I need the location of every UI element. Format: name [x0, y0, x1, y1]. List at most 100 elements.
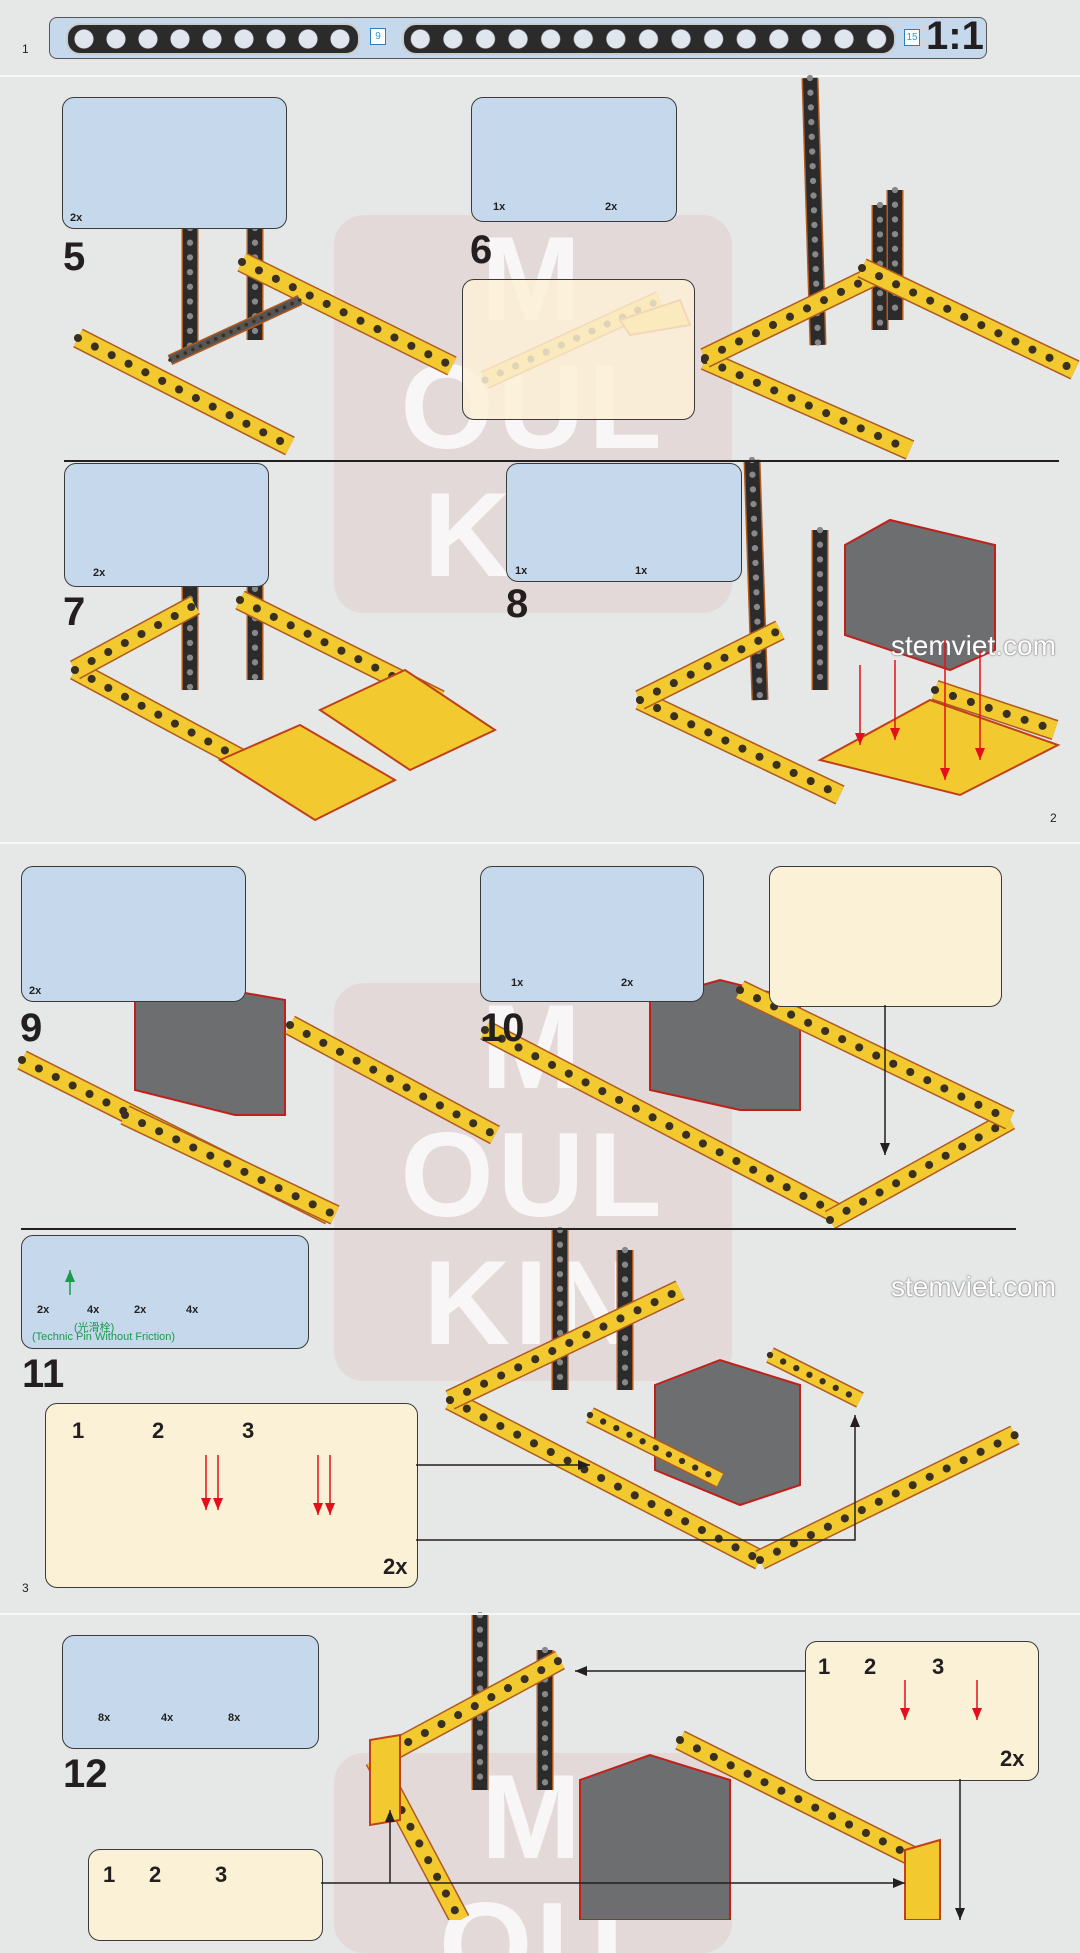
placement-arrow-head: [578, 1460, 590, 1470]
frame-beam-holes: [70, 600, 200, 675]
page-separator: [0, 842, 1080, 844]
beam-holes: [700, 267, 887, 363]
frame-beam-holes: [370, 1655, 565, 1765]
beam-holes: [857, 263, 1080, 375]
plate: [817, 698, 1061, 797]
part-count: 2x: [134, 1304, 147, 1316]
placement-arrow-head: [850, 1415, 860, 1427]
frame-beam: [446, 1281, 684, 1409]
step-number: 8: [506, 582, 529, 626]
battery-box: [649, 978, 801, 1111]
insert-arrow-head: [313, 1503, 323, 1515]
beam-holes: [766, 1351, 864, 1404]
subassembly-box-step-12-right: 1 2 3 2x: [805, 1641, 1039, 1781]
part-count: 8x: [98, 1712, 111, 1724]
page-separator: [0, 1613, 1080, 1615]
beam-length-9: 9: [370, 28, 386, 45]
insert-arrow-head: [900, 1708, 910, 1720]
brick-stack: [904, 1838, 941, 1920]
insert-arrow-head: [972, 1708, 982, 1720]
frame-beam-holes: [120, 1110, 340, 1220]
insert-arrow-head: [213, 1498, 223, 1510]
substep-number: 1: [818, 1654, 831, 1679]
vertical-beam-holes: [748, 456, 764, 704]
frame-beam: [756, 1426, 1019, 1569]
parts-box-step-11: 2x 4x 2x 4x (光滑栓) (Technic Pin Without F…: [21, 1235, 309, 1349]
subassembly-box-step-6: [462, 279, 695, 420]
step-number: 7: [63, 590, 86, 634]
beam-holes: [237, 257, 457, 371]
part-count: 2x: [29, 985, 42, 997]
insert-arrow-head: [201, 1498, 211, 1510]
part-count: 4x: [87, 1304, 100, 1316]
frame-beam-holes: [370, 1755, 465, 1920]
part-count: 2x: [621, 977, 634, 989]
page-number: 3: [22, 1581, 29, 1595]
step-number: 6: [470, 228, 493, 272]
part-count: 1x: [635, 565, 648, 577]
frame-beam-holes: [635, 625, 785, 705]
frame-beam-holes: [825, 1115, 1015, 1225]
parts-box-step-10: 1x 2x: [480, 866, 704, 1002]
site-watermark: stemviet.com: [891, 630, 1056, 661]
beam-15-icon: [402, 23, 896, 55]
multiplier: 2x: [1000, 1746, 1025, 1771]
part-count: 2x: [70, 212, 83, 224]
part-count: 1x: [493, 201, 506, 213]
substep-number: 1: [72, 1418, 85, 1443]
step-number: 9: [20, 1006, 43, 1050]
parts-box-step-5: 2x: [62, 97, 287, 229]
placement-arrow-head: [575, 1666, 587, 1676]
placement-arrow-head: [893, 1878, 905, 1888]
frame-beam-holes: [70, 665, 285, 785]
insert-arrow-head: [890, 728, 900, 740]
step-number: 5: [63, 235, 86, 279]
frame-beam: [480, 1022, 845, 1223]
substep-number: 2: [149, 1862, 162, 1887]
beam-holes: [73, 333, 295, 451]
beam-holes: [700, 355, 915, 455]
substep-number: 2: [864, 1654, 877, 1679]
frame-beam-holes: [735, 985, 1015, 1125]
multiplier: 2x: [383, 1554, 408, 1579]
part-count: 2x: [93, 567, 106, 579]
part-count: 4x: [161, 1712, 174, 1724]
beam-9-icon: [66, 23, 360, 55]
placement-arrow-head: [880, 1143, 890, 1155]
plate: [217, 723, 398, 822]
part-count: 2x: [605, 201, 618, 213]
part-note-chinese: (光滑栓): [74, 1322, 115, 1334]
insert-arrow-head: [975, 748, 985, 760]
insert-arrow-head: [940, 768, 950, 780]
step-divider: [21, 1228, 1016, 1230]
frame-beam-holes: [675, 1735, 925, 1865]
insert-arrow-head: [325, 1503, 335, 1515]
part-count: 1x: [515, 565, 528, 577]
step-divider: [64, 460, 1059, 462]
step-number: 10: [480, 1006, 525, 1050]
part-count: 8x: [228, 1712, 241, 1724]
subassembly-box-step-11: 1 2 3 2x: [45, 1403, 418, 1588]
parts-box-step-9: 2x: [21, 866, 246, 1002]
site-watermark: stemviet.com: [891, 1271, 1056, 1302]
pin-pointer-arrow-head: [65, 1270, 75, 1282]
beam-holes: [586, 1411, 724, 1484]
step-number: 12: [63, 1752, 108, 1796]
brick-stack: [369, 1733, 401, 1827]
frame-beam-holes: [930, 685, 1060, 735]
parts-box-step-8: 1x 1x: [506, 463, 742, 582]
placement-arrow-head: [955, 1908, 965, 1920]
frame-beam-holes: [635, 695, 845, 800]
part-count: 1x: [511, 977, 524, 989]
part-note-english: (Technic Pin Without Friction): [32, 1331, 176, 1343]
substep-number: 2: [152, 1418, 165, 1443]
axle-holes: [168, 298, 302, 362]
parts-box-step-12: 8x 4x 8x: [62, 1635, 319, 1749]
frame-beam-holes: [285, 1020, 500, 1140]
substep-number: 3: [932, 1654, 945, 1679]
scale-label: 1:1: [926, 14, 984, 58]
page-number: 1: [22, 42, 29, 56]
substep-number: 3: [242, 1418, 255, 1443]
plate: [317, 668, 498, 772]
